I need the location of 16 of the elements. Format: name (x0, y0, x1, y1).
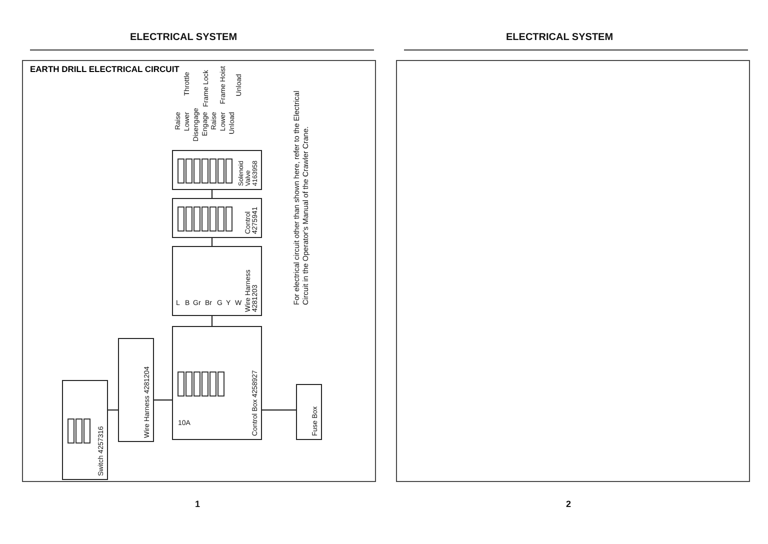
diagram-title: EARTH DRILL ELECTRICAL CIRCUIT (30, 64, 180, 74)
wire (262, 409, 296, 411)
connector-block (172, 198, 262, 238)
page-header: ELECTRICAL SYSTEM (130, 34, 238, 42)
page-number: 2 (566, 500, 572, 508)
fuse-box-block (296, 384, 322, 440)
page-number: 1 (195, 500, 200, 508)
switch-block (62, 380, 108, 480)
wire-harness-block (172, 246, 262, 316)
solenoid-valve-block (172, 150, 262, 190)
page-header: ELECTRICAL SYSTEM (506, 34, 614, 42)
control-box-block (172, 326, 262, 440)
wire (154, 399, 172, 401)
wire (108, 409, 118, 411)
wire (211, 316, 213, 326)
wire-harness-block (118, 338, 154, 442)
